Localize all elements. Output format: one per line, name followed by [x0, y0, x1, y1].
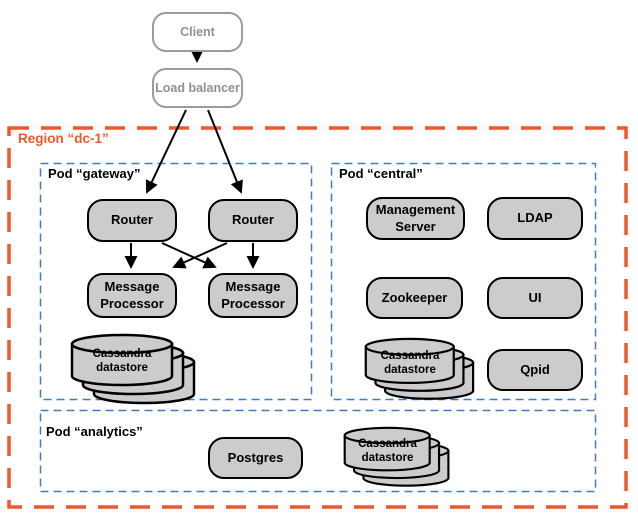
node-zookeeper: Zookeeper	[366, 277, 463, 319]
pod-gateway-label: Pod “gateway”	[48, 166, 141, 181]
pod-analytics-label: Pod “analytics”	[46, 424, 143, 439]
pod-analytics-border	[39, 409, 597, 493]
node-cassandra-gateway-label: Cassandra datastore	[92, 348, 152, 374]
region-label: Region “dc-1”	[18, 131, 109, 146]
pod-central-label: Pod “central”	[339, 166, 423, 181]
node-ldap: LDAP	[487, 197, 583, 240]
edge-loadbalancer-router1	[145, 109, 187, 194]
node-cassandra-analytics-label: Cassandra datastore	[358, 438, 417, 464]
node-ui: UI	[487, 277, 583, 319]
node-qpid: Qpid	[487, 349, 583, 391]
node-postgres: Postgres	[208, 437, 303, 479]
node-management-server: Management Server	[366, 197, 465, 240]
node-client: Client	[152, 12, 243, 52]
edge-router2-mp1	[172, 242, 228, 269]
edge-router1-mp2	[161, 242, 217, 269]
pod-central-border	[330, 162, 597, 401]
node-load-balancer: Load balancer	[152, 68, 243, 108]
node-router-1: Router	[87, 199, 177, 242]
node-message-processor-1: Message Processor	[87, 273, 177, 318]
edge-loadbalancer-router2	[207, 109, 243, 194]
region-border	[7, 126, 628, 509]
node-router-2: Router	[208, 199, 298, 242]
node-message-processor-2: Message Processor	[208, 273, 298, 318]
node-cassandra-central-label: Cassandra datastore	[380, 350, 440, 376]
